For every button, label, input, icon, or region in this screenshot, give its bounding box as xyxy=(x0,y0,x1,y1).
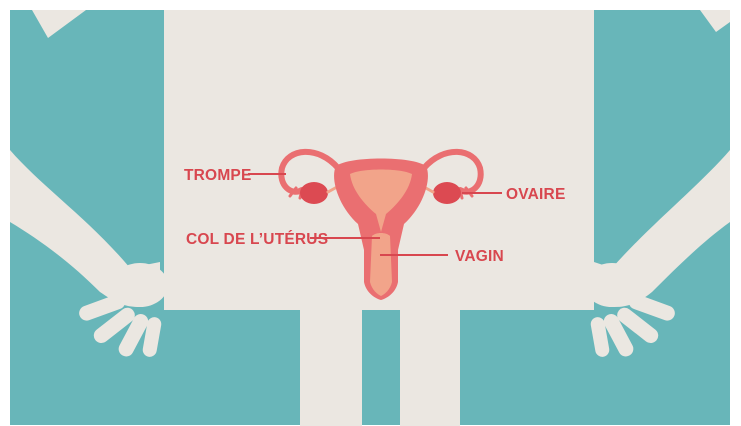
cervix xyxy=(370,233,392,296)
vagin-label: VAGIN xyxy=(455,248,504,265)
right-ovary xyxy=(433,182,461,204)
left-ovary xyxy=(300,182,328,204)
left-leg xyxy=(300,300,362,426)
col-label: COL DE L’UTÉRUS xyxy=(186,231,328,248)
trompe-label: TROMPE xyxy=(184,167,252,184)
right-leg xyxy=(400,300,460,426)
ovaire-label: OVAIRE xyxy=(506,186,565,203)
